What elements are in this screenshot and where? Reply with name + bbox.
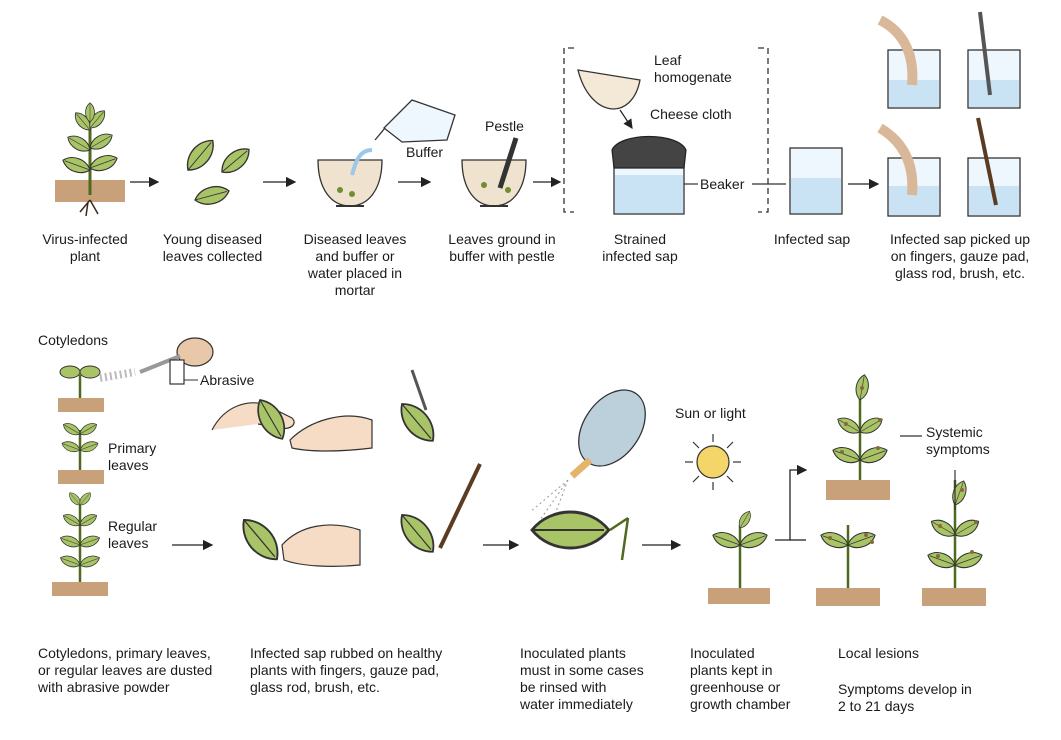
callout-buffer: Buffer <box>406 144 443 161</box>
label-symptoms-develop: Symptoms develop in 2 to 21 days <box>838 681 1008 715</box>
callout-beaker: Beaker <box>700 176 744 193</box>
infected-sap-beaker-illustration <box>790 148 842 214</box>
rinse-bulb-illustration <box>530 378 659 560</box>
systemic-plant-lower-illustration <box>922 470 986 606</box>
label-young-leaves: Young diseased leaves collected <box>150 231 275 265</box>
callout-pestle: Pestle <box>485 118 524 135</box>
label-dusted: Cotyledons, primary leaves, or regular l… <box>38 645 253 696</box>
callout-cheese-cloth: Cheese cloth <box>650 106 732 123</box>
callout-sun-or-light: Sun or light <box>675 405 746 422</box>
callout-cotyledons: Cotyledons <box>38 332 108 349</box>
label-greenhouse: Inoculated plants kept in greenhouse or … <box>690 645 820 713</box>
cotyledon-plant-illustration <box>58 338 213 412</box>
label-local-lesions: Local lesions <box>838 645 1008 662</box>
callout-primary-leaves: Primary leaves <box>108 440 156 474</box>
mortar-with-pestle-illustration <box>462 138 526 206</box>
sun-icon <box>685 434 741 490</box>
rubbing-hands-illustration <box>212 370 480 567</box>
label-mortar: Diseased leaves and buffer or water plac… <box>290 231 420 299</box>
callout-abrasive: Abrasive <box>200 372 254 389</box>
label-infected-sap: Infected sap <box>762 231 862 248</box>
label-picked-up: Infected sap picked up on fingers, gauze… <box>865 231 1055 282</box>
local-lesions-plant-illustration <box>816 525 880 606</box>
label-virus-infected-plant: Virus-infected plant <box>30 231 140 265</box>
label-rinsed: Inoculated plants must in some cases be … <box>520 645 670 713</box>
label-strained: Strained infected sap <box>585 231 695 265</box>
callout-leaf-homogenate: Leaf homogenate <box>654 52 732 86</box>
callout-regular-leaves: Regular leaves <box>108 518 157 552</box>
regular-leaves-plant-illustration <box>52 490 108 596</box>
virus-infected-plant-illustration <box>55 103 125 216</box>
young-leaves-illustration <box>181 135 254 208</box>
sap-pickup-beakers-illustration <box>880 12 1020 216</box>
label-ground: Leaves ground in buffer with pestle <box>432 231 572 265</box>
systemic-symptoms-plant-illustration <box>826 374 922 500</box>
arrow-branch <box>775 470 806 540</box>
label-rubbed: Infected sap rubbed on healthy plants wi… <box>250 645 490 696</box>
primary-leaves-plant-illustration <box>58 421 104 484</box>
callout-systemic-symptoms: Systemic symptoms <box>926 424 990 458</box>
greenhouse-plant-illustration <box>708 509 770 604</box>
